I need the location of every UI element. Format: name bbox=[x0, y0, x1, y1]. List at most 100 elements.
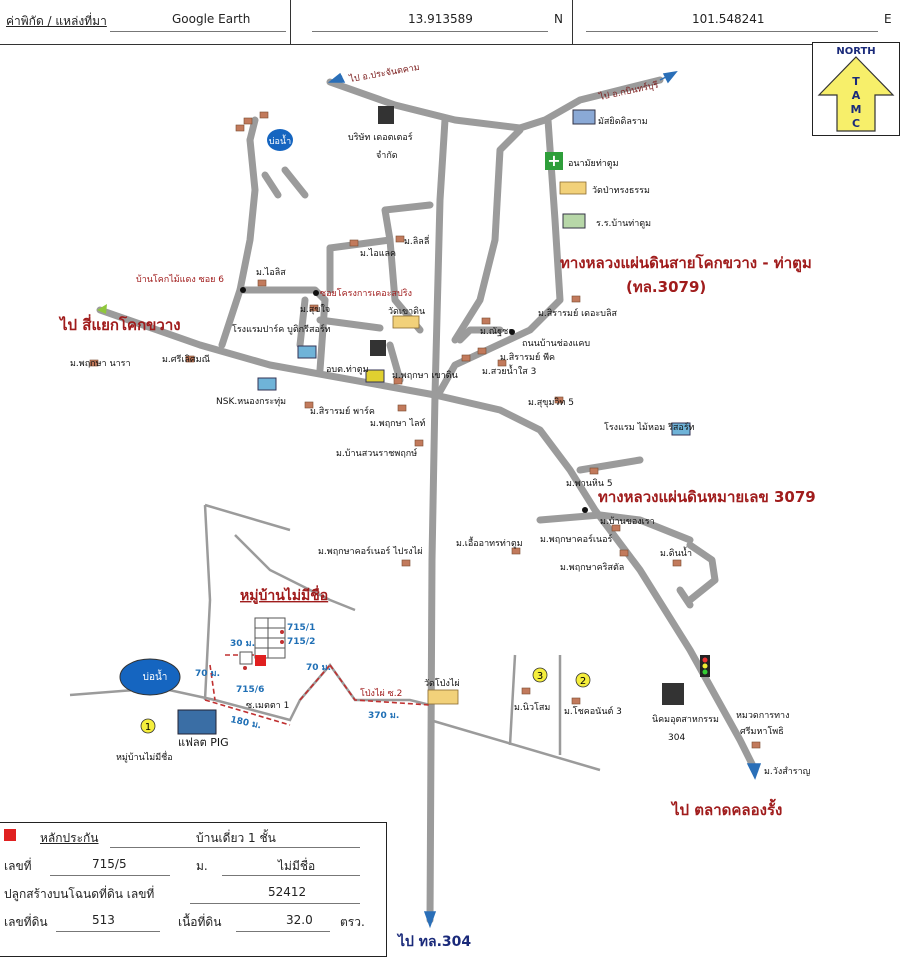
label-niusom: ม.นิวโสม bbox=[514, 702, 550, 713]
junction-dots bbox=[240, 287, 588, 513]
hw-3079-b: ทางหลวงแผ่นดินหมายเลข 3079 bbox=[598, 488, 816, 506]
label-factory: บริษัท เดอตเตอร์ bbox=[348, 131, 413, 143]
label-sukhumvit5: ม.สุขุมวิท 5 bbox=[528, 397, 574, 408]
north-text: NORTH bbox=[836, 46, 875, 57]
label-panhin5: ม.พานหิน 5 bbox=[566, 478, 613, 489]
deed-value: 52412 bbox=[268, 885, 307, 899]
label-hotel-maihom: โรงแรม ไม้หอม รีสอร์ท bbox=[604, 421, 695, 433]
longitude-cell: 101.548241 E bbox=[572, 0, 900, 44]
label-d30: 30 ม. bbox=[230, 639, 255, 649]
subject-plot-marker bbox=[255, 655, 266, 666]
label-industrial-no: 304 bbox=[668, 733, 685, 743]
label-ilis: ม.ไอลิส bbox=[256, 267, 286, 278]
legend-type: บ้านเดี่ยว 1 ชั้น bbox=[196, 831, 276, 845]
compass-letter-a: A bbox=[852, 89, 861, 102]
label-nsk: NSK.หนองกระทุ่ม bbox=[216, 397, 286, 407]
label-obt: อบต.ท่าตูม bbox=[326, 365, 369, 375]
land-no-label: เลขที่ดิน bbox=[4, 915, 48, 929]
label-sirirom-dekabit: ม.สิรารมย์ เดอะบลิส bbox=[538, 307, 617, 319]
dir-304: ไป ทล.304 bbox=[396, 932, 471, 950]
label-wat-khao: วัดเขาดิน bbox=[388, 306, 425, 317]
area-unit: ตรว. bbox=[340, 915, 365, 929]
label-ilek: ม.ไอแลค bbox=[360, 248, 396, 259]
label-road-chongkhaep: ถนนบ้านช่องแคบ bbox=[522, 338, 590, 349]
label-dinnam: ม.ดินน้ำ bbox=[660, 546, 692, 559]
label-sukjai: ม.สุขใจ bbox=[300, 304, 330, 315]
numbered-markers bbox=[140, 667, 591, 734]
label-wangsamran: ม.วังสำราญ bbox=[764, 766, 811, 777]
label-flat-pig: แฟลต PIG bbox=[178, 736, 229, 749]
label-mosque: มัสยิดดิลราม bbox=[598, 116, 648, 127]
label-soi6: บ้านโคกไม้แดง ซอย 6 bbox=[136, 274, 224, 285]
label-marucha: ม.ณัฐชา bbox=[480, 327, 513, 337]
resort-car-icon bbox=[671, 422, 691, 436]
label-plot2: 715/2 bbox=[287, 637, 315, 647]
label-d180: 180 ม. bbox=[229, 715, 262, 731]
label-prueksa-corner1: ม.พฤกษาคอร์เนอร์ ไปรงไผ่ bbox=[318, 545, 422, 557]
label-highway-dept: หมวดการทาง bbox=[736, 711, 789, 721]
label-sirirom-peak: ม.สิรารมย์ พีค bbox=[500, 351, 555, 363]
longitude-dir: E bbox=[884, 12, 892, 26]
factory-icon bbox=[378, 106, 394, 124]
label-euaartorn: ม.เอื้ออาทรท่าตูม bbox=[456, 536, 523, 549]
hw-3079-name: ทางหลวงแผ่นดินสายโคกขวาง - ท่าตูม bbox=[560, 253, 812, 273]
health-center-icon bbox=[545, 152, 563, 170]
coord-label: ค่าพิกัด / แหล่งที่มา bbox=[6, 14, 107, 28]
longitude-value: 101.548241 bbox=[692, 12, 765, 26]
label-ban-chongrao: ม.บ้านของเรา bbox=[600, 516, 655, 527]
header-bar: ค่าพิกัด / แหล่งที่มา Google Earth 13.91… bbox=[0, 0, 900, 45]
label-hotel-park: โรงแรมปาร์ค บูติกรีสอร์ท bbox=[232, 323, 331, 335]
collateral-marker-swatch bbox=[4, 829, 16, 841]
label-temple1: วัดป่าทรงธรรม bbox=[592, 186, 650, 196]
label-lilly: ม.ลิลลี่ bbox=[404, 234, 429, 247]
label-factory2: จำกัด bbox=[376, 150, 398, 161]
mosque-icon bbox=[572, 109, 596, 125]
compass-letter-t: T bbox=[852, 75, 860, 88]
dir-prachantakham: ไป อ.ประจันตคาม bbox=[348, 62, 421, 85]
school-icon bbox=[562, 213, 586, 229]
moo-value: ไม่มีชื่อ bbox=[278, 859, 316, 873]
dir-kabinburi: ไป อ.กบินทร์บุรี bbox=[597, 79, 659, 103]
house-icons bbox=[89, 111, 761, 749]
hotel-car-icon bbox=[297, 345, 317, 359]
label-prueksa-light: ม.พฤกษา ไลท์ bbox=[370, 417, 426, 429]
collateral-info-box: หลักประกัน บ้านเดี่ยว 1 ชั้น เลขที่ 715/… bbox=[0, 822, 387, 957]
flat-building-icon bbox=[177, 709, 217, 735]
deed-label: ปลูกสร้างบนโฉนดที่ดิน เลขที่ bbox=[4, 887, 155, 901]
subject-village-title: หมู่บ้านไม่มีชื่อ bbox=[240, 585, 328, 604]
dir-khlong-rung: ไป ตลาดคลองรั้ง bbox=[670, 798, 782, 819]
label-health: อนามัยท่าตูม bbox=[568, 159, 619, 169]
source-value: Google Earth bbox=[172, 12, 251, 26]
north-arrow-icon: NORTH T A M C bbox=[817, 46, 895, 132]
label-industrial: นิคมอุตสาหกรรม bbox=[652, 714, 719, 725]
label-prueksa-khaodin: ม.พฤกษา เขาดิน bbox=[392, 370, 458, 381]
label-wat-pong: วัดโป่งไผ่ bbox=[424, 678, 460, 689]
label-d70a: 70 ม. bbox=[195, 669, 220, 679]
land-no-value: 513 bbox=[92, 913, 115, 927]
latitude-cell: 13.913589 N bbox=[290, 0, 573, 44]
label-soi-project: ซอยโครงการเคอะสปริง bbox=[320, 288, 412, 299]
marker-1-label: 1 bbox=[145, 722, 151, 733]
label-suan-rat: ม.บ้านสวนราชพฤกษ์ bbox=[336, 447, 417, 459]
cross-icon: + bbox=[547, 151, 560, 170]
house-no-label: เลขที่ bbox=[4, 859, 32, 873]
dir-khok-khwang: ไป สี่แยกโคกขวาง bbox=[58, 314, 181, 334]
subject-plots bbox=[239, 617, 286, 665]
legend-title: หลักประกัน bbox=[40, 831, 99, 845]
latitude-dir: N bbox=[554, 12, 563, 26]
pond-top-label: บ่อน้ำ bbox=[269, 134, 291, 147]
bus-icon bbox=[365, 369, 385, 383]
label-prueksa-crystal: ม.พฤกษาคริสตัล bbox=[560, 562, 624, 573]
label-sirirom-park: ม.สิรารมย์ พาร์ค bbox=[310, 405, 375, 417]
pond-bottom-label: บ่อน้ำ bbox=[143, 669, 168, 683]
label-plot6: 715/6 bbox=[236, 685, 264, 695]
house-no-value: 715/5 bbox=[92, 857, 127, 871]
nsk-car-icon bbox=[257, 377, 277, 391]
compass-letter-m: M bbox=[851, 103, 862, 116]
label-soi-yo: ซ.เมตตา 1 bbox=[246, 701, 289, 711]
label-chokanan: ม.โชคอนันต์ 3 bbox=[564, 705, 622, 717]
label-plot1: 715/1 bbox=[287, 623, 315, 633]
area-label: เนื้อที่ดิน bbox=[178, 915, 222, 929]
hw-3079-code: (ทล.3079) bbox=[626, 278, 706, 296]
obt-office-icon bbox=[370, 340, 386, 356]
